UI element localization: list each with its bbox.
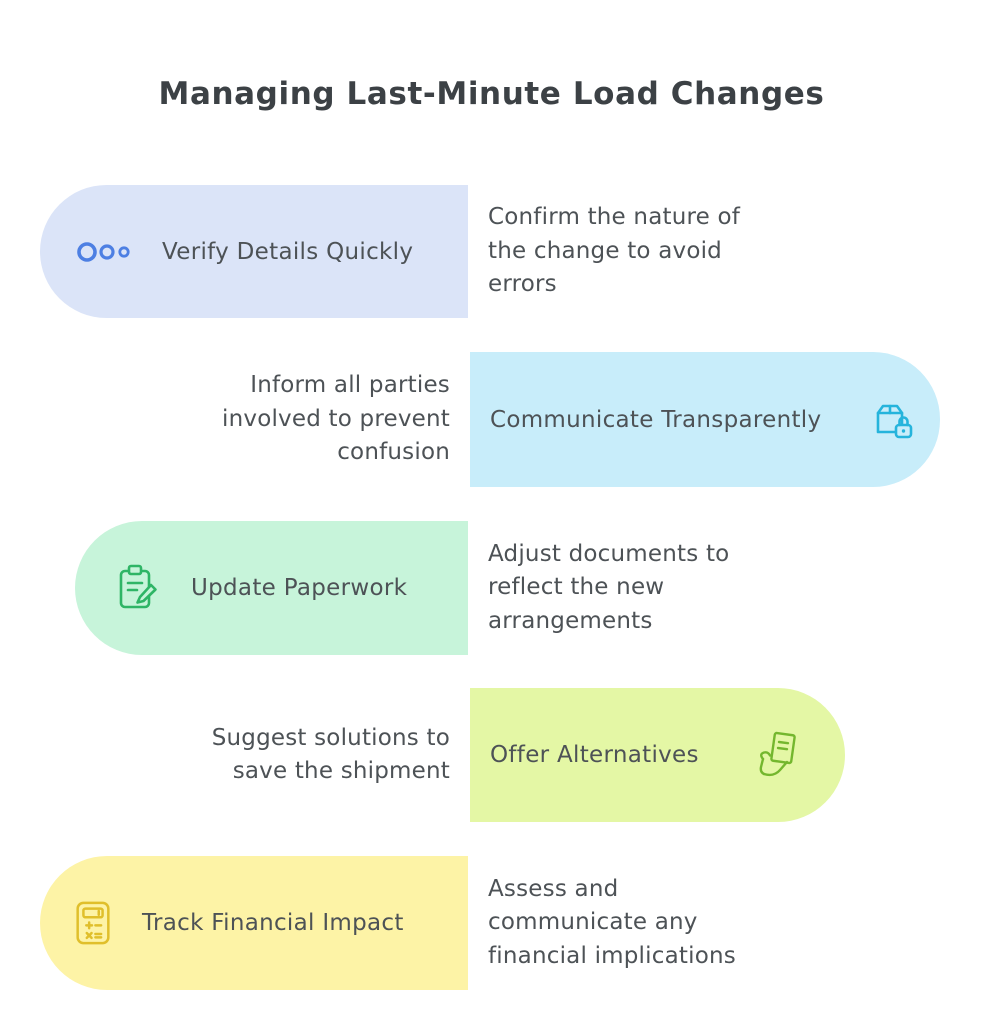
step-label: Track Financial Impact (142, 910, 404, 936)
step-label: Offer Alternatives (490, 742, 699, 768)
circles-icon (76, 240, 138, 264)
step-description: Assess and communicate any financial imp… (488, 875, 736, 969)
package-lock-icon (866, 394, 918, 446)
step-description: Confirm the nature of the change to avoi… (488, 204, 741, 298)
page-title: Managing Last-Minute Load Changes (158, 76, 825, 112)
step-description: Adjust documents to reflect the new arra… (488, 540, 730, 634)
step-label: Update Paperwork (191, 575, 408, 601)
pill-track-financial-impact: Track Financial Impact (40, 856, 468, 990)
pill-offer-alternatives: Offer Alternatives (470, 688, 845, 822)
clipboard-pencil-icon (113, 562, 163, 614)
pill-verify-details-quickly: Verify Details Quickly (40, 185, 468, 318)
step-label: Verify Details Quickly (162, 238, 414, 265)
pill-communicate-transparently: Communicate Transparently (470, 352, 940, 487)
step-description: Inform all parties involved to prevent c… (222, 372, 450, 466)
step-label: Communicate Transparently (490, 406, 822, 433)
pill-update-paperwork: Update Paperwork (75, 521, 468, 655)
calculator-icon (70, 898, 116, 948)
step-description: Suggest solutions to save the shipment (211, 724, 450, 784)
hand-document-icon (751, 729, 803, 781)
